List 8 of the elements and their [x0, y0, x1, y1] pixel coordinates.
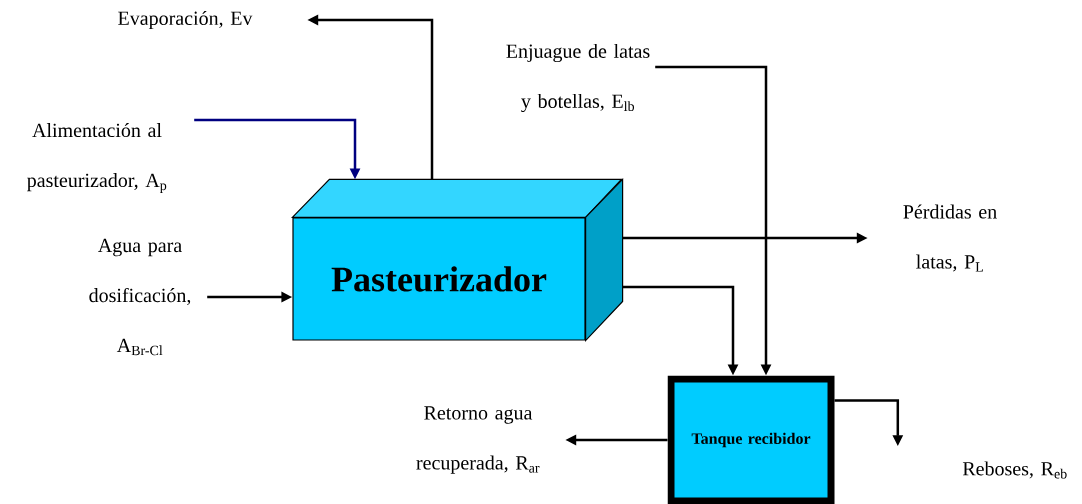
stream-label: Pérdidas en latas, P$_{L}$: [903, 204, 997, 272]
stream-label: Reboses, R$_{eb}$: [962, 461, 1067, 479]
stream-label: Agua para dosificación, A$_{Br-Cl}$: [89, 238, 191, 356]
stream-label: Alimentación al pasteurizador, A$_{p}$: [27, 123, 167, 193]
stream-label: Enjuague de latas y botellas, E$_{lb}$: [506, 43, 650, 113]
stream-label: Evaporación, Ev: [118, 10, 253, 30]
tank-box: Tanque recibidor: [667, 375, 835, 504]
stream-label: Retorno agua recuperada, R$_{ar}$: [416, 406, 540, 474]
